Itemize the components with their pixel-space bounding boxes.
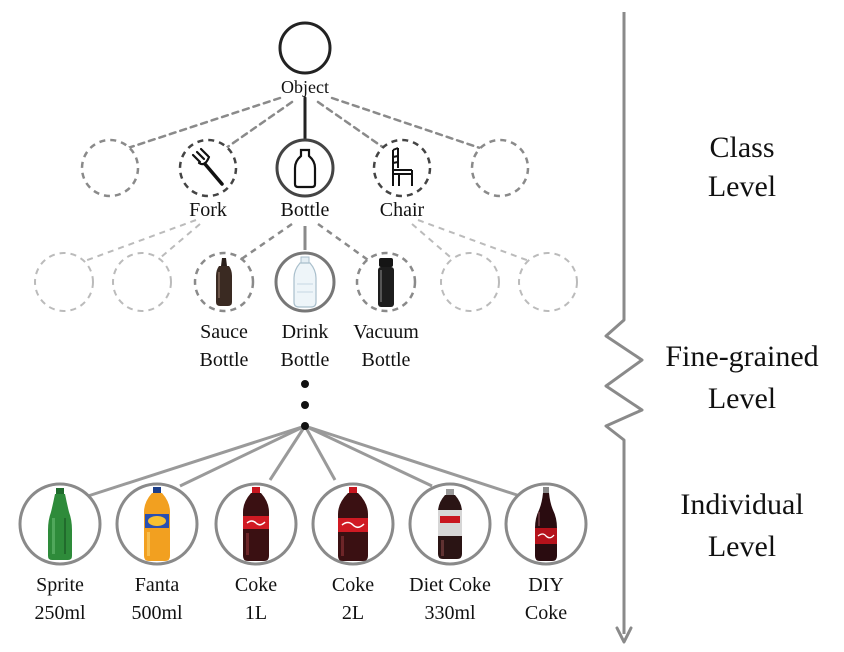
drink-bottle-icon	[293, 256, 317, 308]
edge-ind-6	[304, 424, 521, 498]
fine-node-sauce: Sauce Bottle	[193, 251, 255, 371]
chair-icon	[392, 147, 413, 186]
ind-label-sprite-1: Sprite	[36, 574, 84, 596]
edge-chair-fine-1	[411, 223, 457, 263]
level-class-line1: Class	[709, 131, 774, 164]
edge-root-class-2	[224, 100, 294, 150]
ind-label-diet-1: Diet Coke	[409, 574, 491, 596]
level-ind-line1: Individual	[680, 488, 803, 521]
fine-node-1	[34, 252, 94, 312]
level-axis	[604, 12, 644, 634]
root-node: Object	[278, 21, 332, 97]
fine-label-vacuum-1: Vacuum	[353, 321, 419, 343]
coke-2l-bottle-icon	[338, 487, 368, 561]
root-edges	[126, 96, 482, 150]
edge-fork-fine-2	[159, 223, 201, 259]
sprite-bottle-icon	[48, 488, 72, 560]
level-fine-line1: Fine-grained	[665, 340, 818, 373]
class-edges	[81, 219, 533, 263]
fine-node-drink: Drink Bottle	[274, 251, 336, 371]
edge-ind-1	[87, 424, 306, 498]
sauce-bottle-icon	[216, 258, 232, 306]
ind-label-fanta-1: Fanta	[135, 574, 180, 596]
diet-coke-bottle-icon	[438, 489, 462, 559]
fine-node-2	[112, 252, 172, 312]
class-label-fork: Fork	[189, 199, 227, 221]
edge-ind-4	[303, 425, 337, 481]
fine-label-drink-1: Drink	[282, 321, 329, 343]
fine-label-drink-2: Bottle	[281, 349, 330, 371]
class-node-1	[80, 138, 140, 198]
fork-icon	[191, 147, 224, 186]
fine-label-sauce-1: Sauce	[200, 321, 248, 343]
edge-fork-fine-1	[81, 219, 197, 263]
individual-edges	[87, 424, 521, 498]
edge-root-class-1	[126, 96, 282, 150]
individual-node-fanta: Fanta 500ml	[115, 482, 199, 624]
ind-label-diet-2: 330ml	[424, 602, 476, 624]
edge-bottle-fine-1	[239, 222, 293, 262]
ellipsis-dots	[301, 380, 309, 430]
ind-label-coke1l-2: 1L	[245, 602, 267, 624]
axis-arrowhead	[615, 626, 633, 644]
edge-root-class-5	[330, 96, 482, 150]
level-fine-line2: Level	[708, 382, 776, 415]
level-label-fine: Fine-grained Level	[665, 340, 818, 415]
class-node-chair: Chair	[372, 138, 432, 221]
coke-1l-bottle-icon	[243, 487, 269, 561]
ind-label-coke2l-2: 2L	[342, 602, 364, 624]
edge-ind-3	[268, 425, 307, 481]
fine-label-vacuum-2: Bottle	[362, 349, 411, 371]
vacuum-bottle-icon	[378, 258, 394, 307]
edge-ind-5	[304, 424, 433, 488]
level-label-individual: Individual Level	[680, 488, 803, 563]
class-node-bottle: Bottle	[275, 138, 335, 221]
fine-label-sauce-2: Bottle	[200, 349, 249, 371]
class-label-bottle: Bottle	[281, 199, 330, 221]
ind-label-diy-2: Coke	[525, 602, 567, 624]
diy-coke-bottle-icon	[535, 487, 557, 561]
root-label: Object	[281, 77, 329, 97]
ind-label-fanta-2: 500ml	[131, 602, 183, 624]
class-label-chair: Chair	[380, 199, 425, 221]
fine-node-6	[440, 252, 500, 312]
individual-node-diet-coke: Diet Coke 330ml	[408, 482, 492, 624]
class-node-fork: Fork	[178, 138, 238, 221]
edge-root-class-4	[316, 100, 386, 150]
edge-bottle-fine-3	[317, 222, 369, 262]
individual-node-coke-1l: Coke 1L	[214, 482, 298, 624]
fine-node-vacuum: Vacuum Bottle	[353, 251, 419, 371]
ind-label-coke1l-1: Coke	[235, 574, 277, 596]
ind-label-diy-1: DIY	[528, 574, 564, 596]
edge-chair-fine-2	[417, 219, 533, 263]
level-label-class: Class Level	[708, 131, 776, 203]
individual-node-sprite: Sprite 250ml	[18, 482, 102, 624]
fine-node-7	[518, 252, 578, 312]
level-class-line2: Level	[708, 170, 776, 203]
bottle-icon	[293, 148, 317, 189]
edge-ind-2	[179, 424, 306, 488]
class-node-5	[470, 138, 530, 198]
fanta-bottle-icon	[144, 487, 170, 561]
individual-node-coke-2l: Coke 2L	[311, 482, 395, 624]
ind-label-sprite-2: 250ml	[34, 602, 86, 624]
individual-node-diy-coke: DIY Coke	[504, 482, 588, 624]
level-ind-line2: Level	[708, 530, 776, 563]
ind-label-coke2l-1: Coke	[332, 574, 374, 596]
